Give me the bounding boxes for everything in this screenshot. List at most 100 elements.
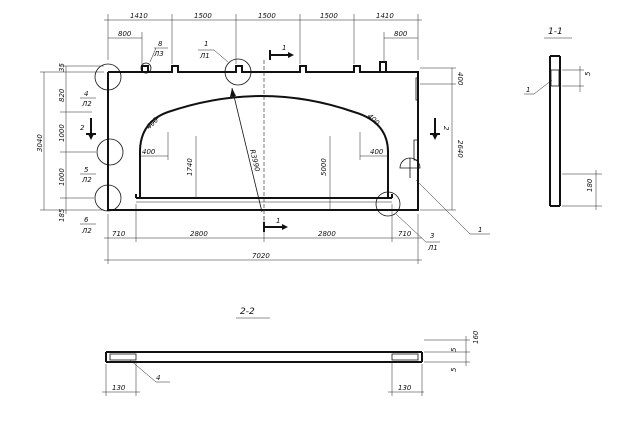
left-dim-2: 820 [58,88,66,102]
inner-dim-right-400a [367,115,381,129]
section-1-1-dim-b: 180 [586,178,594,192]
top-dim2-left [108,32,143,66]
callout-1-sheet: Л1 [199,52,210,60]
callout-circle-2 [96,138,124,166]
section-1-1-body [549,55,561,207]
left-dim-3: 1000 [58,124,66,142]
section-mark-2-left-label: 2 [80,124,85,132]
inner-dim-4: 400 [370,148,384,156]
left-total-line [40,71,60,211]
section-2-2-leader-label: 4 [156,374,160,382]
section-2-2-left-block [109,353,137,361]
top-dim2-right-label: 800 [394,30,408,38]
section-mark-1-top-label: 1 [282,44,286,52]
section-2-2-right-block [391,353,419,361]
callout-5-sheet: Л2 [81,176,92,184]
callout-circle-3 [375,191,401,217]
leader-1-label: 1 [478,226,482,234]
top-dim-line [104,14,422,64]
section-2-2-leader [129,359,170,383]
section-2-2-dim-c: 5 [450,367,458,372]
section-1-1-leader-label: 1 [526,86,530,94]
section-2-2: 2-2 160 5 5 130 130 4 [102,307,480,396]
section-mark-2-left [86,118,96,135]
arch-opening [139,95,389,198]
section-2-2-body [105,351,423,363]
left-dim-line [60,65,104,214]
callout-circle-top [224,58,252,86]
section-1-1-leader [524,79,553,95]
bottom-dim-3: 2800 [318,230,336,238]
right-half-circle [399,157,421,169]
bottom-dim-2: 2800 [190,230,208,238]
section-arrow-2-right [432,134,438,140]
section-1-1-right-dims [562,66,602,210]
section-arrow-1-top [288,52,294,58]
top-dim-2: 1500 [194,12,212,20]
section-2-2-bottom-dims [102,362,424,396]
callout-3-sheet: Л1 [427,244,438,252]
inner-dim-1740: 1740 [186,158,194,176]
top-dim2-right [383,32,418,62]
callout-circle-8 [140,62,152,74]
section-1-1-dim-a: 5 [584,71,592,76]
section-1-1: 1-1 5 180 1 [524,27,602,210]
section-2-2-dim-b: 5 [450,347,458,352]
radius-line [231,87,263,213]
inner-dim-right-400b [359,132,388,160]
right-dim-mid: 2640 [456,140,464,158]
overall-dim: 7020 [252,252,270,260]
inner-dim-left-400b [140,132,169,160]
leader-1-line [415,179,490,235]
section-arrow-2-left [88,134,94,140]
top-dim-3: 1500 [258,12,276,20]
panel-outline [107,65,419,211]
inner-dim-2: 400 [142,148,156,156]
bottom-dim-4: 710 [398,230,412,238]
inner-dim-5000: 5000 [320,158,328,176]
section-2-2-right-dims [424,336,470,366]
callout-6-num: 6 [84,216,89,224]
callout-3-bar [395,213,440,243]
section-2-2-title: 2-2 [240,307,255,317]
inner-dim-left-400a [147,115,161,129]
callout-1-bar [198,49,229,63]
left-dim-1: 35 [58,63,66,72]
bottom-dim-1: 710 [112,230,126,238]
right-dim-line [420,67,456,211]
callout-6-sheet: Л2 [81,227,92,235]
callout-1-num: 1 [204,40,208,48]
section-1-1-top-block [550,69,560,87]
callout-5-num: 5 [84,166,89,174]
section-mark-2-right-label: 2 [442,126,450,131]
section-mark-2-right [430,118,440,135]
top-notches [141,61,387,72]
callout-circle-4 [94,63,122,91]
right-dim-top: 400 [456,72,464,86]
section-1-1-title: 1-1 [548,27,563,37]
callout-4-sheet: Л2 [81,100,92,108]
top-dim-4: 1500 [320,12,338,20]
radius-label: R3990 [248,149,261,173]
section-mark-1-top [269,50,288,60]
section-arrow-1-bottom [282,224,288,230]
callout-4-num: 4 [84,90,88,98]
top-dim2-left-label: 800 [118,30,132,38]
left-dim-5: 185 [58,208,66,222]
section-2-2-dim-right: 130 [398,384,412,392]
top-dim-1: 1410 [130,12,148,20]
callout-circle-6 [94,184,122,212]
callout-8-bar [149,47,168,63]
callout-8-sheet: Л3 [153,50,164,58]
section-mark-1-bottom-label: 1 [276,217,280,225]
callout-8-num: 8 [158,40,163,48]
bottom-dim-line [104,204,422,264]
callout-3-num: 3 [430,232,434,240]
section-2-2-dim-a: 160 [472,330,480,344]
top-dim-5: 1410 [376,12,394,20]
left-dim-total: 3040 [36,134,44,152]
left-dim-4: 1000 [58,168,66,186]
main-elevation: R3990 400 400 400 400 1740 5000 4 Л2 5 Л… [36,12,490,264]
radius-arrow [230,88,236,97]
